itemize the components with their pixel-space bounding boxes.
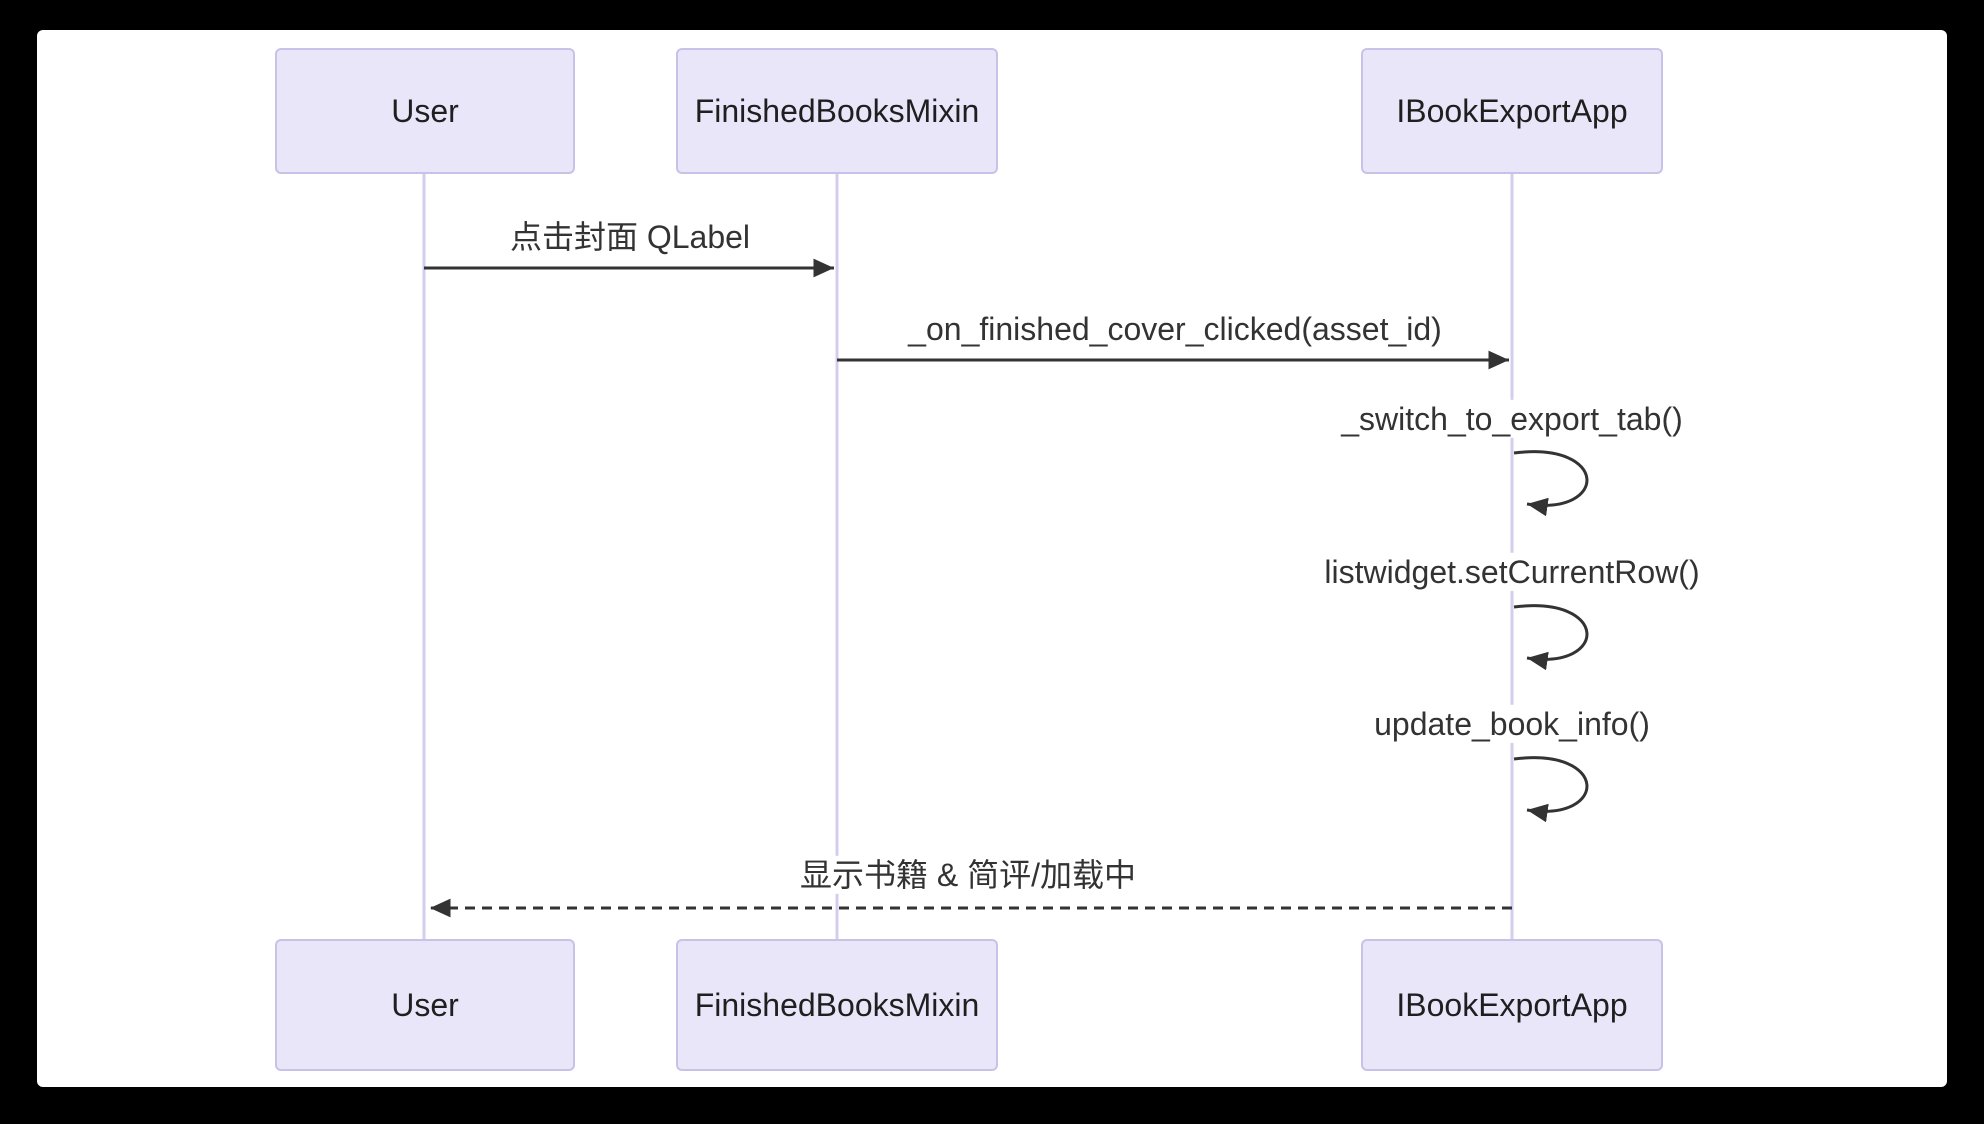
actor-box-finishedbooksmixin-top: FinishedBooksMixin — [676, 48, 998, 174]
sequence-diagram-canvas: User FinishedBooksMixin IBookExportApp U… — [37, 30, 1947, 1087]
message-label-setcurrentrow: listwidget.setCurrentRow() — [1320, 552, 1704, 592]
actor-box-user-bottom: User — [275, 939, 575, 1071]
message-label-show-book-return: 显示书籍 & 简评/加载中 — [795, 855, 1141, 895]
message-label-switch-to-export-tab: _switch_to_export_tab() — [1337, 399, 1687, 439]
self-loop-switch-to-export-tab — [1513, 450, 1589, 517]
self-loop-update-book-info — [1513, 756, 1589, 823]
message-label-update-book-info: update_book_info() — [1370, 704, 1654, 744]
actor-box-ibookexportapp-top: IBookExportApp — [1361, 48, 1663, 174]
message-label-on-finished-cover-clicked: _on_finished_cover_clicked(asset_id) — [904, 309, 1446, 349]
actor-label-finishedbooksmixin-bottom: FinishedBooksMixin — [694, 986, 980, 1023]
actor-box-user-top: User — [275, 48, 575, 174]
actor-label-ibookexportapp-bottom: IBookExportApp — [1396, 986, 1628, 1023]
actor-box-ibookexportapp-bottom: IBookExportApp — [1361, 939, 1663, 1071]
actor-label-finishedbooksmixin-top: FinishedBooksMixin — [694, 92, 980, 129]
message-label-click-cover: 点击封面 QLabel — [505, 217, 755, 257]
actor-label-ibookexportapp-top: IBookExportApp — [1396, 92, 1628, 129]
actor-label-user-bottom: User — [391, 986, 459, 1023]
self-loop-setcurrentrow — [1513, 604, 1589, 671]
actor-box-finishedbooksmixin-bottom: FinishedBooksMixin — [676, 939, 998, 1071]
actor-label-user-top: User — [391, 92, 459, 129]
